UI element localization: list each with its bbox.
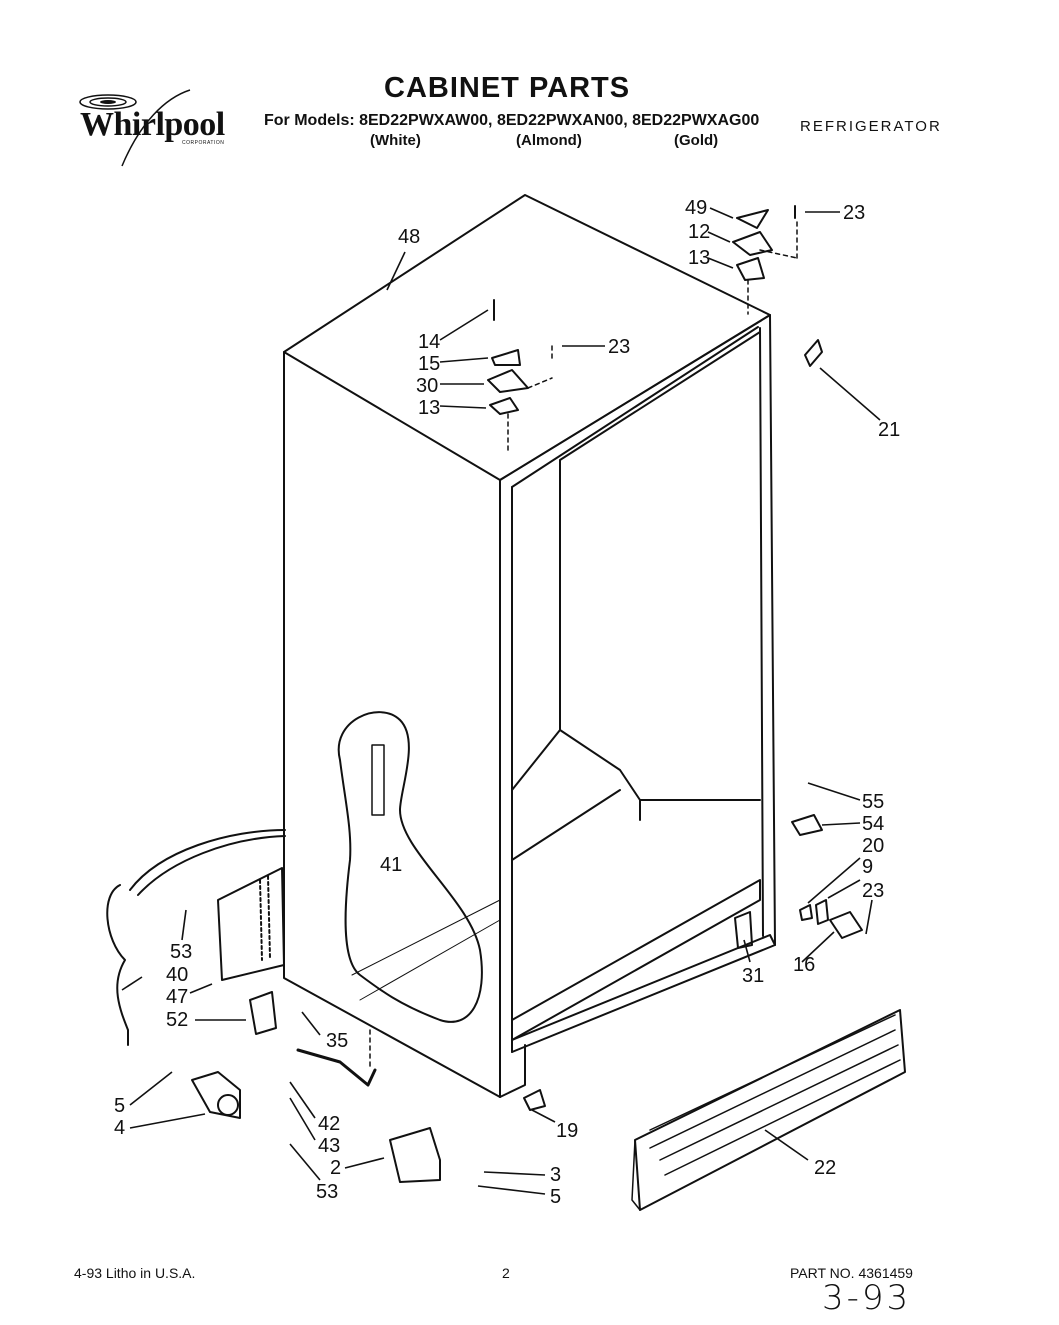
- cabinet-cutaway: [339, 712, 482, 1022]
- callout-42: 42: [318, 1113, 341, 1135]
- hinge-bushing-13: [737, 258, 764, 280]
- callout-48: 48: [398, 226, 421, 248]
- logo-swirl: [70, 88, 240, 168]
- callout-52: 52: [166, 1009, 189, 1031]
- page-number: 2: [502, 1265, 510, 1281]
- toe-grille-22: [635, 1010, 905, 1210]
- appliance-type: REFRIGERATOR: [800, 118, 942, 135]
- callout-30: 30: [416, 375, 439, 397]
- callout-9: 9: [862, 856, 874, 878]
- finish-gold: (Gold): [674, 132, 719, 149]
- callout-22: 22: [814, 1157, 837, 1179]
- callout-21: 21: [878, 419, 901, 441]
- roller-4: [192, 1072, 240, 1118]
- callout-43: 43: [318, 1135, 341, 1157]
- cabinet-front-frame: [500, 315, 775, 1097]
- page-title: CABINET PARTS: [384, 72, 631, 104]
- callout-5-left: 5: [114, 1095, 126, 1117]
- part-31: [735, 912, 752, 948]
- finish-white: (White): [370, 132, 421, 149]
- callout-4: 4: [114, 1117, 126, 1139]
- callout-2: 2: [330, 1157, 342, 1179]
- callout-31: 31: [742, 965, 765, 987]
- callout-53-lower: 53: [316, 1181, 339, 1203]
- callout-47: 47: [166, 986, 189, 1008]
- callout-15: 15: [418, 353, 441, 375]
- callout-49: 49: [685, 197, 708, 219]
- callout-14: 14: [418, 331, 441, 353]
- callout-20: 20: [862, 835, 885, 857]
- spring-41: [372, 745, 384, 815]
- models-line: For Models: 8ED22PWXAW00, 8ED22PWXAN00, …: [264, 112, 760, 129]
- callout-3: 3: [550, 1164, 562, 1186]
- brand-corporation: CORPORATION: [182, 140, 225, 146]
- part-19: [524, 1090, 545, 1110]
- part-20: [800, 905, 812, 920]
- whirlpool-logo: Whirlpool CORPORATION: [70, 88, 240, 168]
- hinge-52: [250, 992, 276, 1034]
- part-16: [830, 912, 862, 938]
- callout-55: 55: [862, 791, 885, 813]
- lower-hinge-2: [390, 1128, 440, 1182]
- callout-12: 12: [688, 221, 711, 243]
- callout-41: 41: [380, 854, 403, 876]
- hinge-30: [488, 370, 528, 392]
- litho-note: 4-93 Litho in U.S.A.: [74, 1265, 196, 1281]
- hinge-cover-15: [492, 350, 520, 365]
- control-box-47: [218, 868, 284, 980]
- callout-53-upper: 53: [170, 941, 193, 963]
- part-9: [816, 900, 828, 924]
- cabinet-bottom-rail: [500, 935, 775, 1097]
- cabinet-inner-shelf: [512, 730, 760, 1040]
- callout-13-center: 13: [418, 397, 441, 419]
- callout-23-upper: 23: [843, 202, 866, 224]
- callout-40: 40: [166, 964, 189, 986]
- callout-54: 54: [862, 813, 885, 835]
- power-cord-40: [130, 830, 285, 895]
- finish-almond: (Almond): [516, 132, 582, 149]
- drain-tube-42: [298, 1050, 375, 1085]
- cabinet-left-side: [284, 352, 500, 1097]
- callout-5-right: 5: [550, 1186, 562, 1208]
- callout-23-right: 23: [862, 880, 885, 902]
- part-21: [805, 340, 822, 366]
- hinge-top-12: [733, 232, 772, 255]
- hinge-bushing-13b: [490, 398, 518, 414]
- callout-16: 16: [793, 954, 816, 976]
- callout-19: 19: [556, 1120, 579, 1142]
- brand-wordmark: Whirlpool: [80, 106, 225, 143]
- cabinet-opening: [500, 315, 770, 730]
- handwritten-date: 3-93: [822, 1278, 912, 1318]
- part-number: PART NO. 4361459: [790, 1265, 913, 1281]
- callout-35: 35: [326, 1030, 349, 1052]
- callout-23-center: 23: [608, 336, 631, 358]
- hinge-cover-49: [737, 210, 768, 228]
- callout-13-upper: 13: [688, 247, 711, 269]
- part-54: [792, 815, 822, 835]
